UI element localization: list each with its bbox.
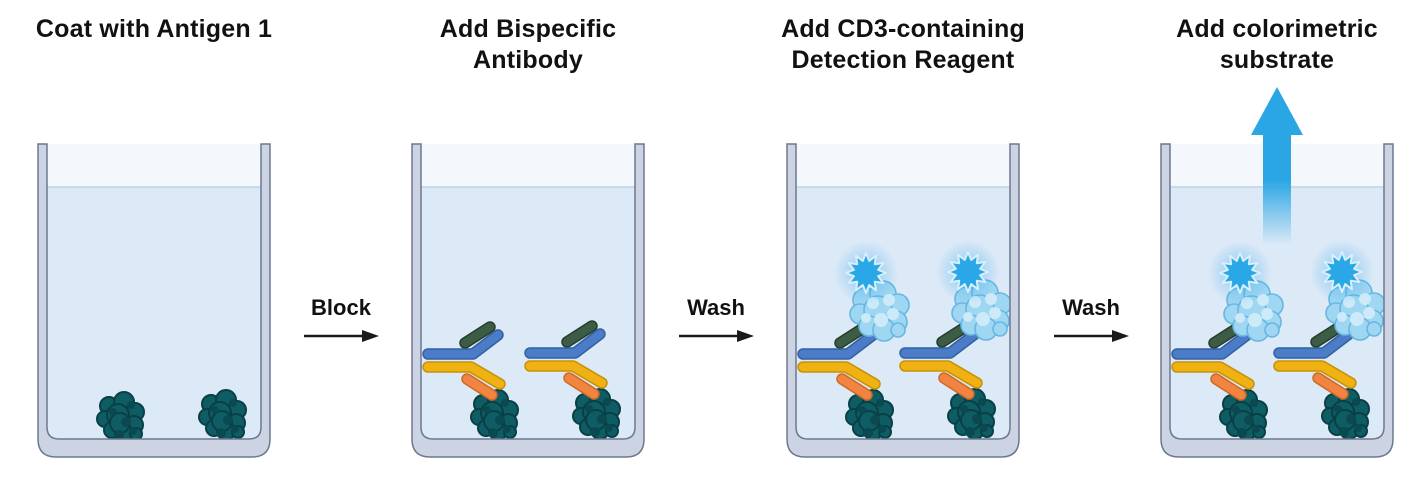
step-4: Add colorimetric substrate — [1160, 0, 1394, 479]
step-3: Add CD3-containing Detection Reagent — [781, 0, 1025, 479]
transition-wash-1: Wash — [666, 297, 766, 344]
step-2-title: Add Bispecific Antibody — [439, 15, 617, 74]
signal-up-arrow-icon — [1251, 87, 1303, 245]
liquid-surface-line — [421, 186, 635, 189]
step-1: Coat with Antigen 1 — [36, 0, 272, 479]
step-2: Add Bispecific Antibody — [411, 0, 645, 479]
assay-well-3 — [786, 143, 1020, 458]
transition-label: Block — [311, 295, 371, 320]
step-4-title: Add colorimetric substrate — [1176, 15, 1378, 74]
transition-block: Block — [291, 297, 391, 344]
well-headspace — [47, 144, 261, 187]
well-headspace — [796, 144, 1010, 187]
well-headspace — [421, 144, 635, 187]
well-wall — [411, 143, 645, 458]
well-wall — [37, 143, 271, 458]
assay-well-4 — [1160, 87, 1394, 458]
right-arrow-icon — [1054, 330, 1129, 342]
step-3-title: Add CD3-containing Detection Reagent — [781, 15, 1025, 74]
assay-well-1 — [37, 143, 271, 458]
right-arrow-icon — [679, 330, 754, 342]
right-arrow-icon — [304, 330, 379, 342]
assay-well-2 — [411, 143, 645, 458]
well-wall — [1160, 143, 1394, 458]
step-1-title: Coat with Antigen 1 — [35, 15, 273, 43]
well-wall — [786, 143, 1020, 458]
transition-label: Wash — [687, 295, 745, 320]
transition-wash-2: Wash — [1041, 297, 1141, 344]
liquid-surface-line — [47, 186, 261, 189]
transition-label: Wash — [1062, 295, 1120, 320]
liquid-surface-line — [796, 186, 1010, 189]
well-liquid — [47, 187, 261, 439]
